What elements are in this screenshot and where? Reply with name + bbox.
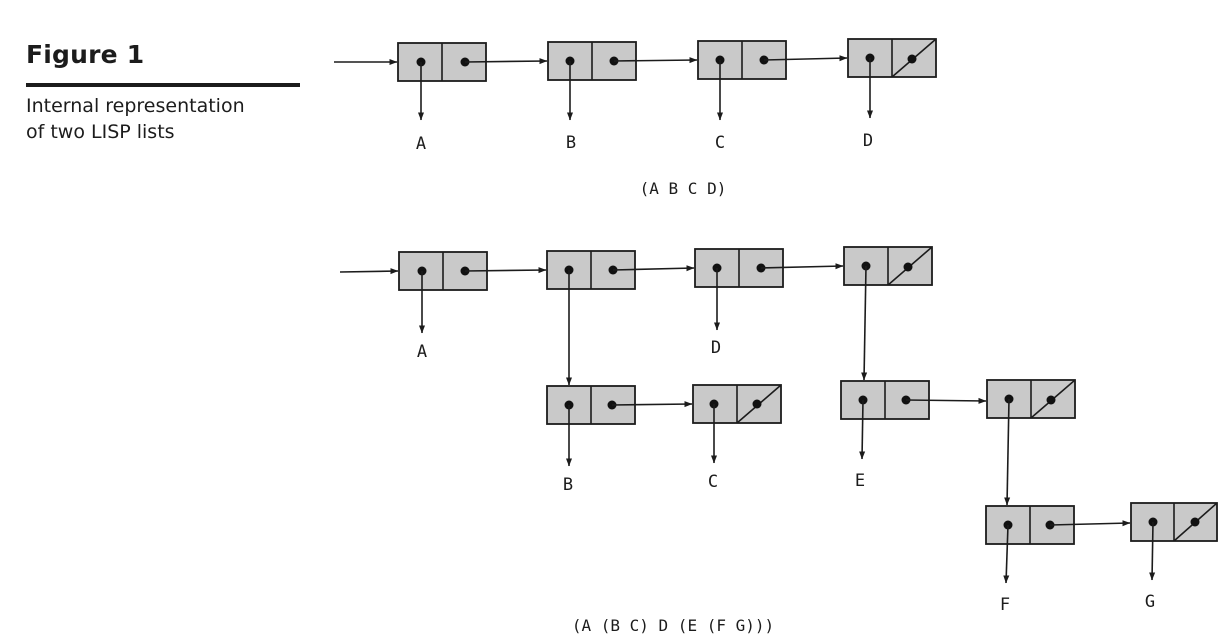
cdr-arrow	[613, 57, 698, 64]
atom-label: E	[855, 471, 865, 491]
car-arrow	[859, 399, 866, 460]
cdr-arrow	[905, 397, 987, 404]
caption-line-2: of two LISP lists	[26, 121, 175, 143]
atom-label: A	[417, 342, 427, 362]
cdr-arrow	[1049, 520, 1131, 527]
figure-description: Internal representation of two LISP list…	[26, 93, 306, 145]
atom-label: B	[566, 133, 576, 153]
list-2: A D B C	[339, 246, 1218, 635]
cdr-arrow	[763, 55, 848, 62]
cdr-arrow	[464, 58, 548, 65]
cdr-arrow	[760, 263, 844, 270]
figure-title: Figure 1	[26, 40, 145, 69]
cdr-arrow	[612, 265, 695, 272]
cons-cell-d	[694, 248, 784, 288]
atom-label: D	[863, 131, 873, 151]
cons-cell-sublist-fg-nil	[986, 379, 1076, 419]
cons-cell-d-nil	[847, 38, 937, 78]
atom-label: C	[715, 133, 725, 153]
cdr-arrow	[464, 267, 547, 274]
atom-label: G	[1145, 592, 1155, 612]
list-1: A B C D (A B C D)	[334, 38, 937, 198]
caption-line-1: Internal representation	[26, 95, 245, 117]
car-arrow	[861, 265, 868, 381]
atom-label: F	[1000, 595, 1010, 615]
caption-rule	[26, 83, 300, 87]
entry-arrow-list-2	[339, 268, 399, 275]
list-expression: (A (B C) D (E (F G)))	[572, 616, 774, 635]
atom-label: C	[708, 472, 718, 492]
atom-label: D	[711, 338, 721, 358]
car-arrow	[1003, 524, 1010, 584]
car-arrow	[1004, 398, 1011, 506]
cons-cell-g-nil	[1130, 502, 1218, 542]
cdr-arrow	[611, 401, 693, 408]
atom-label: B	[563, 475, 573, 495]
cons-cell-sublist-efg-nil	[843, 246, 933, 286]
atom-label: A	[416, 134, 426, 154]
car-arrow	[1149, 521, 1156, 581]
cons-cell-c-nil	[692, 384, 782, 424]
list-expression: (A B C D)	[640, 179, 727, 198]
figure-caption: Figure 1 Internal representation of two …	[26, 40, 306, 145]
